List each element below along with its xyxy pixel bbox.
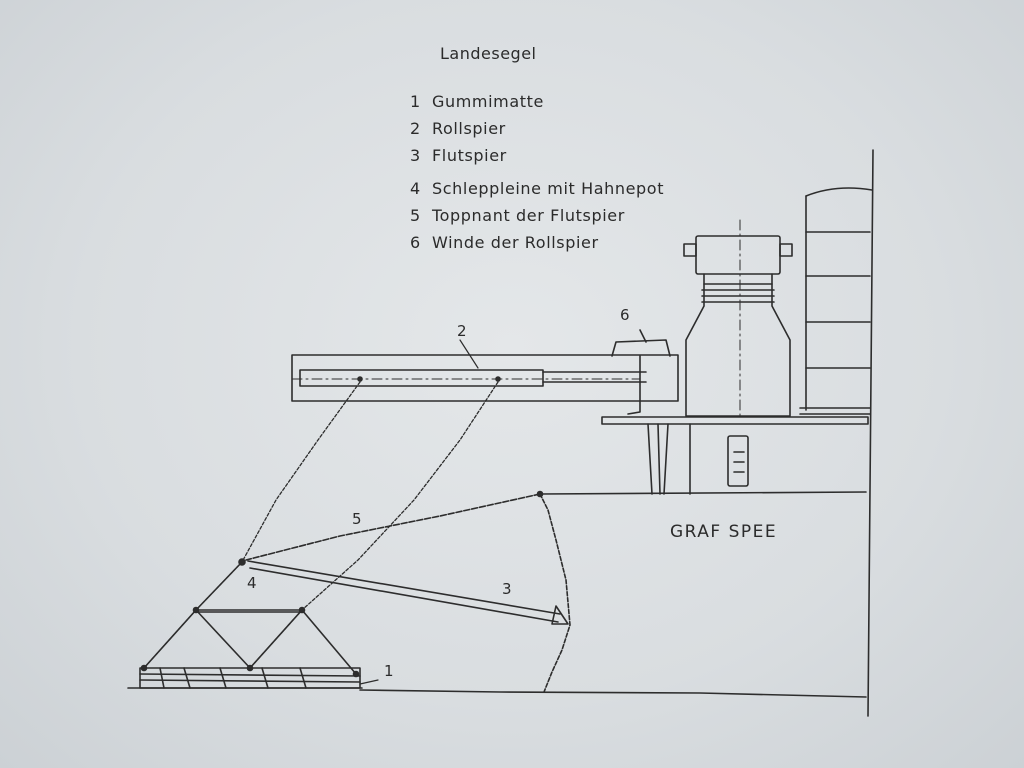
rubber-mat [127, 667, 379, 689]
flood-spar [247, 560, 569, 625]
boom-rollspier [291, 339, 679, 402]
ship-hull [359, 149, 874, 717]
rigging-lines [143, 381, 499, 669]
winch-housing [683, 219, 793, 421]
callout-2: 2 [457, 322, 467, 340]
deck-structure [799, 187, 873, 415]
ship-name-label: GRAF SPEE [670, 522, 778, 542]
boom-winch [611, 329, 671, 415]
callout-5: 5 [352, 510, 362, 528]
callout-4: 4 [247, 574, 257, 592]
callout-3: 3 [502, 580, 512, 598]
drawing-title: Landesegel [440, 44, 537, 63]
callout-6: 6 [620, 306, 630, 324]
callout-1: 1 [384, 662, 394, 680]
deck-platform [601, 416, 869, 495]
topping-lift [245, 490, 544, 561]
